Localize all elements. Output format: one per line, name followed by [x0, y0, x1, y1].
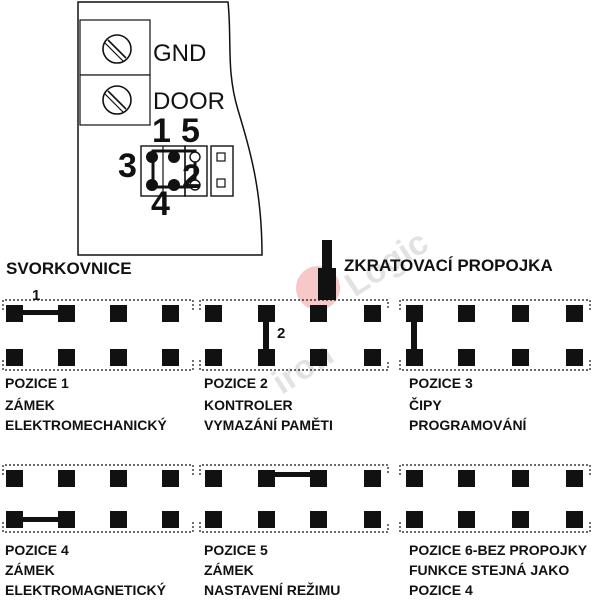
pin — [162, 305, 179, 322]
pin — [458, 511, 475, 528]
position-5-title: POZICE 5 — [204, 542, 268, 558]
pin — [110, 470, 127, 487]
grid-outline — [399, 299, 591, 371]
position-6-line2: FUNKCE STEJNÁ JAKO — [409, 562, 570, 578]
position-3-line3: PROGRAMOVÁNÍ — [409, 417, 527, 433]
pin — [566, 511, 583, 528]
pin — [458, 349, 475, 366]
position-1-line2: ZÁMEK — [5, 397, 55, 413]
pin — [162, 349, 179, 366]
pin — [566, 349, 583, 366]
pin-grid-position-1 — [2, 299, 194, 371]
jumper-bar — [411, 313, 417, 359]
pin — [205, 470, 222, 487]
terminal-block — [79, 19, 151, 126]
pin — [310, 305, 327, 322]
pin — [364, 349, 381, 366]
pin — [162, 470, 179, 487]
grid-outline — [199, 464, 389, 533]
pin-number-5: 5 — [181, 112, 200, 150]
position-3-line2: ČIPY — [409, 397, 442, 413]
pin — [58, 349, 75, 366]
pin-number-1: 1 — [152, 112, 171, 150]
pin — [566, 305, 583, 322]
grid-outline — [2, 464, 194, 533]
pin — [310, 349, 327, 366]
screw-door-icon — [102, 85, 132, 115]
position-4-line3: ELEKTROMAGNETICKÝ — [5, 582, 166, 598]
pin-grid-position-4 — [2, 464, 194, 533]
pin — [458, 305, 475, 322]
pin-grid-position-5 — [199, 464, 389, 533]
terminal-label-gnd: GND — [153, 40, 207, 67]
pin — [364, 305, 381, 322]
board-jumper-header — [140, 145, 234, 197]
pin-grid-position-2 — [199, 299, 389, 371]
jumper-bar — [14, 310, 70, 315]
pin — [512, 470, 529, 487]
jumper-bar — [14, 517, 70, 522]
jumper-icon — [318, 240, 336, 300]
svg-text:iron: iron — [266, 335, 341, 402]
pin — [6, 470, 23, 487]
grid-outline — [2, 299, 194, 371]
grid-outline — [199, 299, 389, 371]
screw-gnd-icon — [102, 34, 132, 64]
position-4-title: POZICE 4 — [5, 542, 69, 558]
pin — [310, 511, 327, 528]
pin — [6, 349, 23, 366]
pin — [566, 470, 583, 487]
jumper-bar — [263, 313, 269, 359]
position-3-title: POZICE 3 — [409, 375, 473, 391]
pin — [110, 305, 127, 322]
jumper-heading: ZKRATOVACÍ PROPOJKA — [344, 256, 553, 275]
jumper-bar — [266, 472, 322, 477]
pin — [458, 470, 475, 487]
position-5-line3: NASTAVENÍ REŽIMU — [204, 582, 341, 598]
pin-grid-position-3 — [399, 299, 591, 371]
position-2-marker: 2 — [277, 325, 286, 342]
pin — [406, 470, 423, 487]
pin — [512, 349, 529, 366]
pin — [110, 511, 127, 528]
pin — [512, 511, 529, 528]
pin — [406, 511, 423, 528]
position-1-line3: ELEKTROMECHANICKÝ — [5, 417, 167, 433]
pin — [58, 470, 75, 487]
pin — [364, 511, 381, 528]
position-5-line2: ZÁMEK — [204, 562, 254, 578]
pin — [110, 349, 127, 366]
pin-number-3: 3 — [118, 147, 137, 185]
pin — [258, 511, 275, 528]
pin — [205, 305, 222, 322]
terminal-block-heading: SVORKOVNICE — [6, 259, 132, 278]
position-6-line3: POZICE 4 — [409, 582, 473, 598]
pin — [205, 511, 222, 528]
pin — [205, 349, 222, 366]
position-1-marker: 1 — [32, 287, 41, 304]
position-4-line2: ZÁMEK — [5, 562, 55, 578]
pin-number-2: 2 — [182, 158, 201, 196]
position-2-title: POZICE 2 — [204, 375, 268, 391]
pin-grids — [2, 299, 591, 533]
position-1-title: POZICE 1 — [5, 375, 69, 391]
grid-outline — [399, 464, 591, 533]
position-2-line3: VYMAZÁNÍ PAMĚTI — [204, 417, 333, 433]
pin-grid-position-6 — [399, 464, 591, 533]
pin — [364, 470, 381, 487]
position-6-title: POZICE 6-BEZ PROPOJKY — [409, 542, 588, 558]
pin — [162, 511, 179, 528]
terminal-label-door: DOOR — [153, 88, 225, 115]
position-2-line2: KONTROLER — [204, 397, 293, 413]
pin — [512, 305, 529, 322]
pin-number-4: 4 — [151, 185, 170, 223]
